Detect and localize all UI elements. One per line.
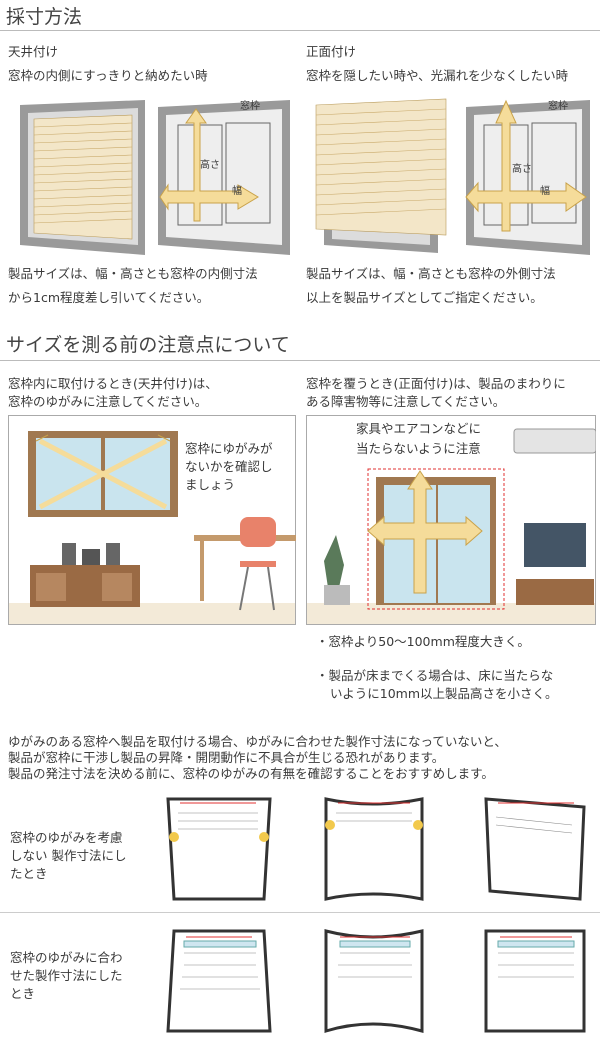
row1-label-1: 窓枠のゆがみを考慮 bbox=[10, 830, 123, 845]
ceiling-mount-illustration bbox=[20, 100, 290, 255]
s2-right-callout-1: 家具やエアコンなどに bbox=[356, 421, 482, 436]
s2-bullet-2a: ・製品が床までくる場合は、床に当たらな bbox=[316, 668, 554, 683]
s2-bullet-1: ・窓枠より50〜100mm程度大きく。 bbox=[316, 634, 530, 649]
s2-left-callout-1: 窓枠にゆがみが bbox=[185, 441, 273, 456]
left-height-label: 高さ bbox=[200, 160, 220, 171]
room-scene-ceiling bbox=[8, 415, 296, 625]
s3-divider bbox=[0, 912, 600, 913]
right-note-2: 以上を製品サイズとしてご指定ください。 bbox=[306, 290, 543, 305]
row2-label-3: とき bbox=[10, 986, 36, 1001]
right-note-1: 製品サイズは、幅・高さとも窓枠の外側寸法 bbox=[306, 266, 556, 281]
left-note-1: 製品サイズは、幅・高さとも窓枠の内側寸法 bbox=[8, 266, 258, 281]
right-sub: 窓枠を隠したい時や、光漏れを少なくしたい時 bbox=[306, 68, 569, 83]
row1-label-2: しない 製作寸法にし bbox=[10, 848, 127, 863]
section1-rule bbox=[0, 30, 600, 31]
distortion-row2 bbox=[166, 929, 586, 1034]
s2-left-intro-1: 窓枠内に取付けるとき(天井付け)は、 bbox=[8, 376, 218, 391]
right-height-label: 高さ bbox=[512, 164, 532, 175]
left-width-label: 幅 bbox=[232, 186, 242, 197]
s2-right-callout-2: 当たらないように注意 bbox=[356, 441, 481, 456]
row1-label-3: たとき bbox=[10, 866, 48, 881]
s2-left-callout-3: ましょう bbox=[185, 477, 236, 492]
right-frame-label: 窓枠 bbox=[548, 101, 568, 112]
s3-intro-2: 製品が窓枠に干渉し製品の昇降・開閉動作に不具合が生じる恐れがあります。 bbox=[8, 750, 445, 765]
left-frame-label: 窓枠 bbox=[240, 101, 260, 112]
s2-right-intro-1: 窓枠を覆うとき(正面付け)は、製品のまわりに bbox=[306, 376, 566, 391]
s3-intro-1: ゆがみのある窓枠へ製品を取付ける場合、ゆがみに合わせた製作寸法になっていないと、 bbox=[8, 734, 507, 749]
left-note-2: から1cm程度差し引いてください。 bbox=[8, 290, 210, 305]
section2-title: サイズを測る前の注意点について bbox=[6, 334, 290, 356]
s2-right-intro-2: ある障害物等に注意してください。 bbox=[306, 394, 506, 409]
room-scene-face bbox=[306, 415, 596, 625]
right-width-label: 幅 bbox=[540, 186, 550, 197]
s3-intro-3: 製品の発注寸法を決める前に、窓枠のゆがみの有無を確認することをおすすめします。 bbox=[8, 766, 494, 781]
row2-label-1: 窓枠のゆがみに合わ bbox=[10, 950, 123, 965]
distortion-row1 bbox=[166, 797, 586, 901]
section1-title: 採寸方法 bbox=[6, 6, 83, 28]
row2-label-2: せた製作寸法にした bbox=[10, 968, 123, 983]
right-heading: 正面付け bbox=[306, 44, 357, 59]
s2-left-callout-2: ないかを確認し bbox=[185, 459, 273, 474]
section2-rule bbox=[0, 360, 600, 361]
left-heading: 天井付け bbox=[8, 44, 59, 59]
face-mount-illustration bbox=[315, 98, 590, 255]
s2-left-intro-2: 窓枠のゆがみに注意してください。 bbox=[8, 394, 208, 409]
left-sub: 窓枠の内側にすっきりと納めたい時 bbox=[8, 68, 208, 83]
s2-bullet-2b: いように10mm以上製品高さを小さく。 bbox=[330, 686, 558, 701]
